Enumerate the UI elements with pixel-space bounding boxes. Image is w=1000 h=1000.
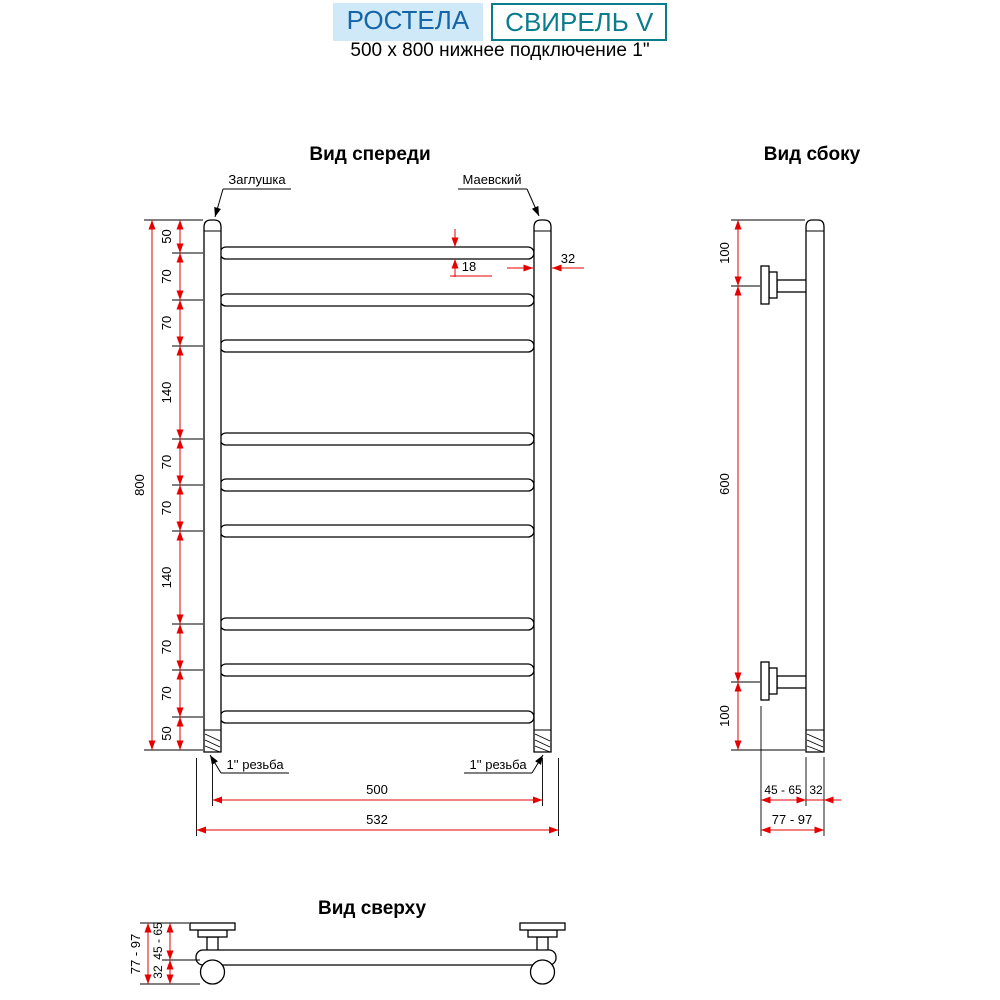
bracket-flange bbox=[760, 661, 770, 701]
bracket-collar bbox=[527, 929, 558, 938]
front-dimension-lines bbox=[148, 220, 584, 834]
top-view-texts: 77 - 97 45 - 65 32 bbox=[128, 922, 165, 979]
dim-18: 18 bbox=[462, 259, 476, 274]
thread-left-label: 1'' резьба bbox=[226, 757, 284, 772]
side-collector bbox=[805, 219, 825, 753]
valve-leader bbox=[526, 188, 540, 217]
rung bbox=[219, 478, 535, 492]
top-dimension-lines bbox=[144, 923, 174, 984]
plug-leader bbox=[214, 188, 224, 218]
right-collector bbox=[533, 219, 552, 753]
rung bbox=[219, 432, 535, 446]
brand-logo: РОСТЕЛА bbox=[332, 3, 484, 41]
bracket-collar bbox=[197, 929, 228, 938]
rung bbox=[219, 293, 535, 307]
bracket-flange bbox=[760, 265, 770, 305]
header: РОСТЕЛА СВИРЕЛЬ V bbox=[0, 3, 1000, 41]
dim-tube: 32 bbox=[151, 965, 165, 979]
bracket-rod bbox=[776, 675, 808, 689]
dim-seg-3: 140 bbox=[159, 382, 174, 404]
rung bbox=[219, 524, 535, 538]
dim-600: 600 bbox=[717, 473, 732, 495]
bracket-flange bbox=[189, 922, 236, 931]
bracket-rod bbox=[776, 279, 808, 293]
model-badge: СВИРЕЛЬ V bbox=[491, 3, 668, 41]
rung bbox=[219, 710, 535, 724]
dim-seg-5: 70 bbox=[159, 501, 174, 515]
top-view-title: Вид сверху bbox=[318, 898, 426, 919]
dim-seg-0: 50 bbox=[159, 229, 174, 243]
dim-overall-depth: 77 - 97 bbox=[128, 934, 143, 974]
thread-right-label: 1'' резьба bbox=[469, 757, 527, 772]
dim-seg-8: 70 bbox=[159, 686, 174, 700]
dim-seg-6: 140 bbox=[159, 567, 174, 589]
front-view-drawing bbox=[203, 219, 552, 753]
right-thread bbox=[534, 729, 551, 753]
dim-seg-4: 70 bbox=[159, 455, 174, 469]
side-view-drawing bbox=[760, 219, 825, 753]
right-collector-circle bbox=[529, 959, 556, 985]
rung bbox=[219, 663, 535, 677]
bracket-collar bbox=[768, 271, 778, 299]
plug-label: Заглушка bbox=[228, 172, 286, 187]
top-rung-tube bbox=[195, 949, 557, 966]
front-view-title: Вид спереди bbox=[309, 144, 430, 165]
front-callouts bbox=[209, 188, 544, 774]
dim-seg-2: 70 bbox=[159, 316, 174, 330]
rung bbox=[219, 246, 535, 260]
dim-500: 500 bbox=[366, 782, 388, 797]
valve-label: Маевский bbox=[463, 172, 522, 187]
thread-left-leader bbox=[209, 754, 222, 774]
left-thread bbox=[204, 729, 221, 753]
top-view-drawing bbox=[189, 922, 566, 985]
dim-overall-depth: 77 - 97 bbox=[772, 812, 812, 827]
bracket-flange bbox=[519, 922, 566, 931]
dim-100-bottom: 100 bbox=[717, 705, 732, 727]
dim-depth-range: 45 - 65 bbox=[764, 783, 802, 797]
dim-depth-range: 45 - 65 bbox=[151, 922, 165, 960]
subtitle: 500 x 800 нижнее подключение 1" bbox=[350, 40, 650, 61]
side-thread bbox=[806, 729, 824, 753]
thread-right-leader bbox=[531, 754, 544, 774]
side-view-texts: 100 600 100 45 - 65 32 77 - 97 bbox=[717, 242, 823, 827]
dim-seg-7: 70 bbox=[159, 640, 174, 654]
dim-seg-1: 70 bbox=[159, 269, 174, 283]
left-collector-circle bbox=[199, 959, 226, 985]
dim-800: 800 bbox=[132, 474, 147, 496]
front-view-texts: Заглушка Маевский 1'' резьба 1'' резьба … bbox=[132, 172, 575, 827]
side-dimension-lines bbox=[734, 220, 841, 834]
bracket-collar bbox=[768, 667, 778, 695]
dim-32: 32 bbox=[561, 251, 575, 266]
dim-100-top: 100 bbox=[717, 242, 732, 264]
rung bbox=[219, 339, 535, 353]
dim-532: 532 bbox=[366, 812, 388, 827]
side-view-title: Вид сбоку bbox=[764, 144, 861, 165]
dim-tube-depth: 32 bbox=[809, 783, 823, 797]
rung bbox=[219, 617, 535, 631]
left-collector bbox=[203, 219, 222, 753]
dim-seg-9: 50 bbox=[159, 726, 174, 740]
